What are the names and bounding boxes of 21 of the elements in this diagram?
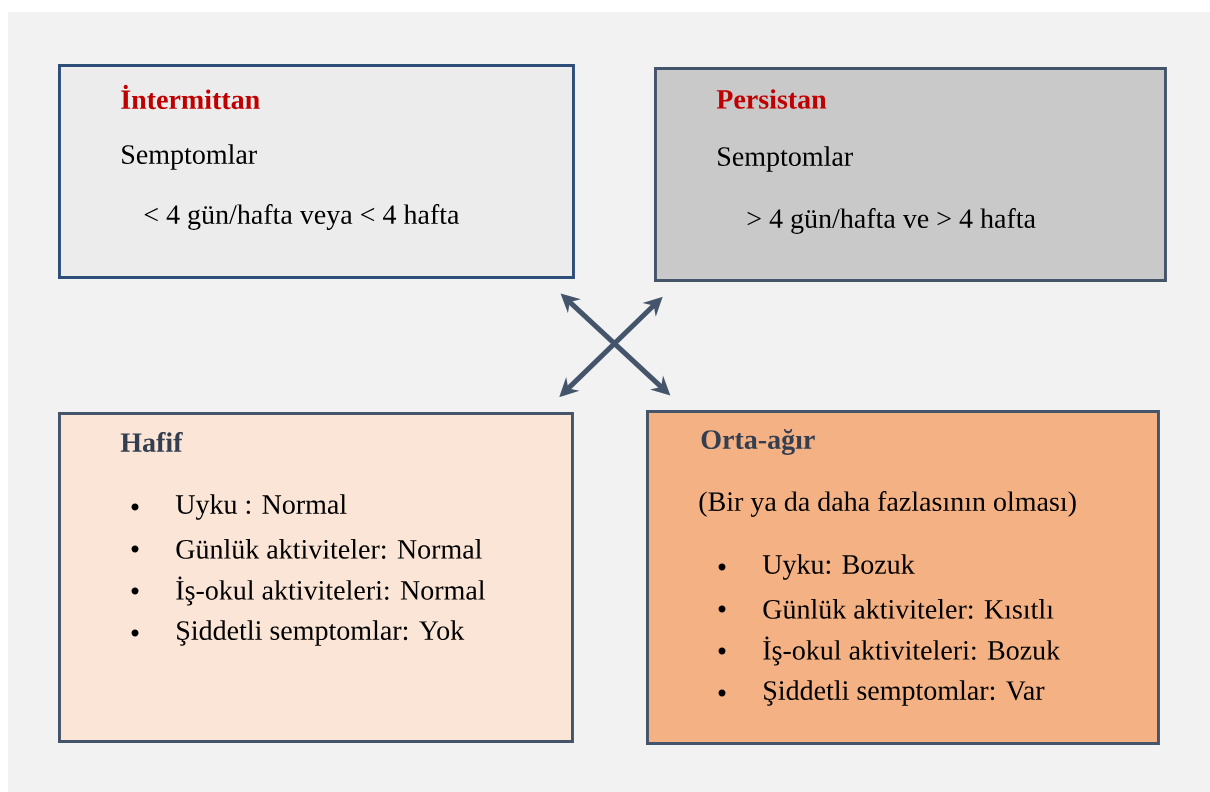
text-line: Semptomlar [122, 144, 257, 170]
bullet-item: Şiddetli semptomlar: Yok [177, 620, 465, 646]
info-box [646, 410, 1160, 745]
heading: İntermittan [121, 84, 260, 110]
text-line: Semptomlar [718, 146, 853, 172]
text-line: > 4 gün/hafta ve > 4 hafta [747, 208, 1036, 234]
text-line: < 4 gün/hafta veya < 4 hafta [144, 204, 460, 230]
bullet-item: Günlük aktiviteler: Normal [176, 539, 482, 559]
info-box [58, 412, 574, 743]
heading: Orta-ağır [701, 429, 815, 455]
bullet-item: Uyku: Bozuk [762, 554, 915, 580]
bullet-item: İş-okul aktiviteleri: Normal [176, 576, 485, 606]
text-line: (Bir ya da daha fazlasının olması) [699, 491, 1076, 517]
bullet-item: İş-okul aktiviteleri: Bozuk [763, 636, 1061, 666]
bullet-item: Günlük aktiviteler: Kısıtlı [763, 599, 1054, 619]
heading: Persistan [716, 89, 827, 109]
info-box [58, 64, 575, 279]
bullet-item: Uyku : Normal [175, 494, 347, 520]
bullet-item: Şiddetli semptomlar: Var [764, 680, 1045, 706]
info-box [654, 67, 1167, 282]
heading: Hafif [120, 432, 183, 452]
